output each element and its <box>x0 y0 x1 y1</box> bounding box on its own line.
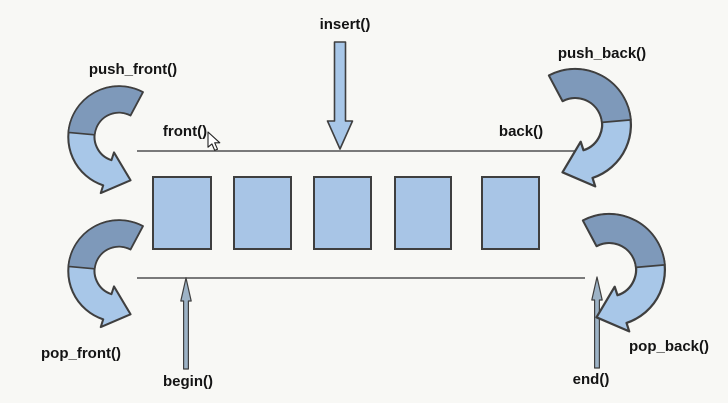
end-arrow-icon <box>591 276 603 369</box>
pop-back-curved-arrow-icon <box>581 212 667 333</box>
begin-arrow-icon <box>180 277 192 370</box>
label-begin: begin() <box>163 373 213 390</box>
deque-bottom-line <box>137 277 585 279</box>
mouse-cursor-icon <box>207 131 221 151</box>
pop-front-curved-arrow-icon <box>67 219 144 329</box>
push-front-curved-arrow-icon <box>67 85 144 195</box>
deque-element <box>152 176 212 250</box>
label-insert: insert() <box>319 16 371 33</box>
label-pop-back: pop_back() <box>628 338 710 355</box>
deque-element <box>233 176 292 250</box>
deque-element <box>394 176 452 250</box>
label-back: back() <box>498 123 544 140</box>
deque-element <box>481 176 540 250</box>
insert-arrow-icon <box>326 41 354 150</box>
deque-element <box>313 176 372 250</box>
label-front: front() <box>162 123 208 140</box>
deque-top-line <box>137 150 582 152</box>
label-push-front: push_front() <box>88 61 178 78</box>
label-pop-front: pop_front() <box>41 345 121 362</box>
label-push-back: push_back() <box>557 45 647 62</box>
push-back-curved-arrow-icon <box>547 67 633 188</box>
label-end: end() <box>572 371 610 388</box>
